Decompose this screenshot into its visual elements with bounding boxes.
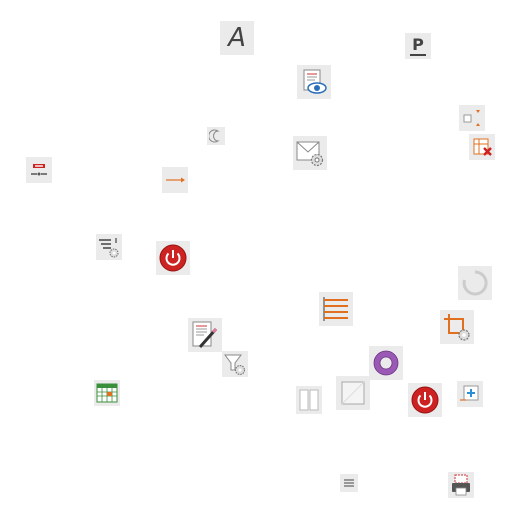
power-icon[interactable] [408,383,442,417]
paragraph-style-icon[interactable]: P [405,33,431,59]
spreadsheet-icon[interactable] [94,380,120,406]
insert-frame-icon[interactable] [457,381,483,407]
mail-settings-icon[interactable] [293,136,327,170]
donut-shape-icon[interactable] [369,346,403,380]
numbered-list-settings-icon[interactable] [96,234,122,260]
italic-text-icon[interactable]: A [220,21,254,55]
resize-object-icon[interactable] [459,105,485,131]
spinner-icon[interactable] [458,266,492,300]
outline-list-icon[interactable] [319,292,353,326]
filter-settings-icon[interactable] [222,351,248,377]
crescent-icon[interactable] [207,127,225,145]
arrow-right-icon[interactable] [162,167,188,193]
toggle-field-icon[interactable] [26,157,52,183]
square-shape-icon[interactable] [336,376,370,410]
edit-document-icon[interactable] [188,318,222,352]
delete-table-icon[interactable] [469,134,495,160]
split-columns-icon[interactable] [296,386,322,414]
preview-document-icon[interactable] [297,65,331,99]
print-preview-icon[interactable] [448,472,474,498]
menu-lines-icon[interactable] [340,474,358,492]
power-icon[interactable] [156,241,190,275]
eye-icon [303,69,327,94]
crop-settings-icon[interactable] [440,310,474,344]
